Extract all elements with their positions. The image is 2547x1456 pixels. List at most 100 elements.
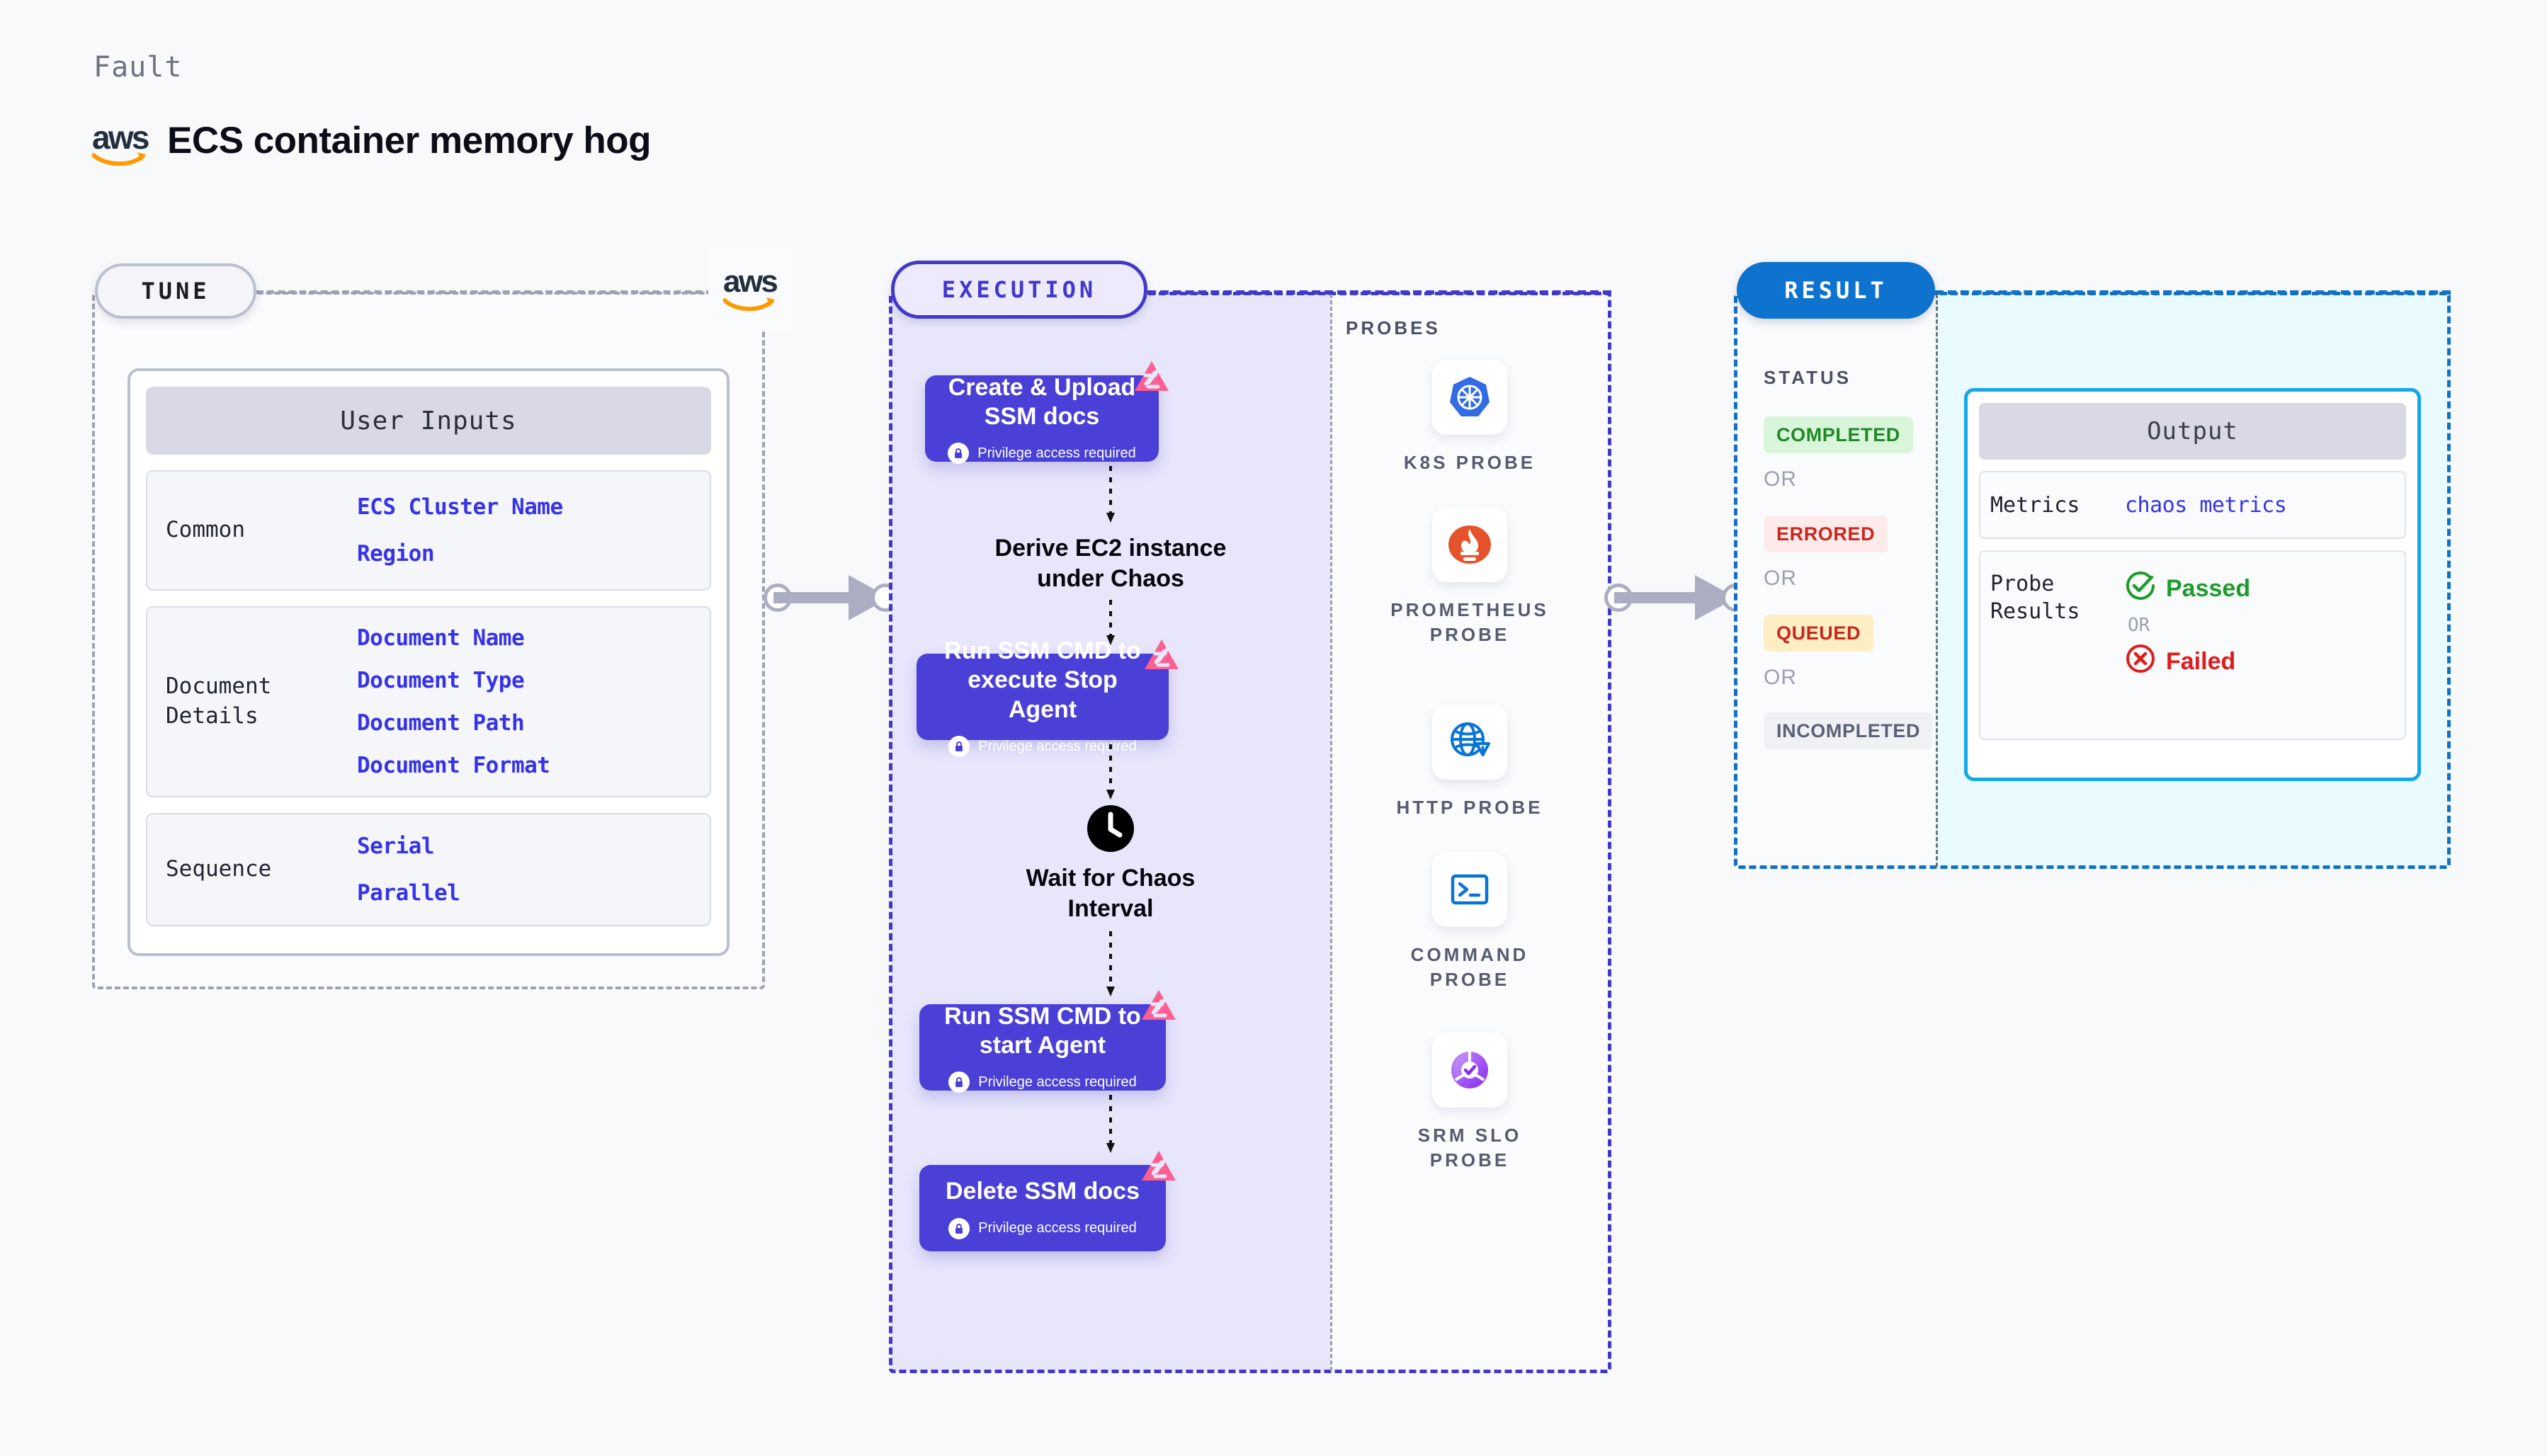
tune-pill-header[interactable]: TUNE	[95, 263, 256, 319]
probe-result-or-label: OR	[2128, 615, 2150, 636]
input-value[interactable]: ECS Cluster Name	[357, 494, 563, 520]
probe-k8s[interactable]: K8S PROBE	[1378, 360, 1562, 475]
input-group-document-details: Document Details Document Name Document …	[146, 606, 711, 797]
tune-leader-line	[256, 290, 724, 294]
user-inputs-card: User Inputs Common ECS Cluster Name Regi…	[127, 368, 730, 956]
execution-leader-line	[1147, 290, 1611, 295]
status-badge-incompleted: INCOMPLETED	[1764, 712, 1934, 749]
input-value[interactable]: Document Format	[357, 753, 550, 778]
output-row-probe-results: Probe Results Passed OR	[1979, 550, 2406, 740]
probe-http[interactable]: HTTP PROBE	[1378, 705, 1562, 820]
kubernetes-icon	[1432, 360, 1507, 435]
probe-label: K8S PROBE	[1403, 452, 1536, 473]
flow-node-run-ssm-start-agent[interactable]: Run SSM CMD to start Agent Privilege acc…	[919, 990, 1176, 1093]
privilege-note: Privilege access required	[948, 1071, 1137, 1093]
flow-connector	[1106, 744, 1116, 806]
srm-slo-icon	[1432, 1033, 1507, 1108]
lock-icon	[948, 1071, 970, 1093]
lock-icon	[948, 1217, 970, 1239]
metrics-label: Metrics	[1990, 492, 2080, 518]
lock-icon	[948, 443, 970, 465]
output-header: Output	[1979, 403, 2406, 460]
flow-connector	[1106, 466, 1116, 529]
terminal-icon	[1432, 852, 1507, 927]
flow-node-title: Delete SSM docs	[946, 1178, 1140, 1205]
aws-logo-icon: aws	[708, 248, 792, 331]
output-card: Output Metrics chaos metrics Probe Resul…	[1964, 388, 2421, 781]
flow-step-derive-ec2: Derive EC2 instance under Chaos	[994, 535, 1227, 592]
flow-node-create-upload-ssm-docs[interactable]: Create & Upload SSM docs Privilege acces…	[925, 361, 1169, 465]
page-title-row: aws ECS container memory hog	[92, 119, 652, 166]
result-status-background	[1736, 294, 1936, 867]
privilege-note: Privilege access required	[948, 736, 1137, 758]
status-badge-queued: QUEUED	[1764, 615, 1874, 652]
input-value[interactable]: Parallel	[357, 880, 460, 906]
chaos-badge-icon	[1133, 360, 1170, 397]
fault-kicker: Fault	[93, 51, 183, 84]
privilege-label: Privilege access required	[978, 738, 1137, 754]
flow-connector	[1106, 1095, 1116, 1159]
connector-shaft	[773, 592, 857, 603]
flow-node-title: Create & Upload SSM docs	[948, 373, 1136, 430]
input-group-label: Sequence	[166, 856, 272, 882]
chaos-badge-icon	[1143, 638, 1180, 675]
flow-node-delete-ssm-docs[interactable]: Delete SSM docs Privilege access require…	[919, 1151, 1176, 1251]
wait-icon-wrap	[891, 804, 1330, 857]
probe-result-passed: Passed	[2125, 570, 2250, 608]
execution-pill-header[interactable]: EXECUTION	[891, 261, 1147, 319]
flow-node-title: Run SSM CMD to start Agent	[944, 1002, 1141, 1059]
connector-shaft	[1614, 592, 1703, 603]
probes-title: PROBES	[1346, 317, 1441, 339]
status-badge-completed: COMPLETED	[1764, 416, 1913, 453]
probe-prometheus[interactable]: PROMETHEUS PROBE	[1378, 507, 1562, 647]
status-or-label: OR	[1764, 467, 1797, 491]
clock-icon	[1086, 804, 1135, 857]
probe-results-label: Probe Results	[1990, 571, 2080, 624]
user-inputs-header: User Inputs	[146, 387, 711, 455]
execution-flow: Create & Upload SSM docs Privilege acces…	[891, 294, 1330, 1371]
probe-command[interactable]: COMMAND PROBE	[1378, 852, 1562, 992]
flow-connector	[1106, 931, 1116, 1003]
connector-execution-to-result	[1604, 575, 1750, 620]
output-row-metrics: Metrics chaos metrics	[1979, 471, 2406, 539]
aws-logo-icon: aws	[92, 121, 149, 166]
lock-icon	[948, 736, 970, 758]
flow-node-run-ssm-stop-agent[interactable]: Run SSM CMD to execute Stop Agent Privil…	[917, 637, 1179, 758]
status-or-label: OR	[1764, 666, 1797, 689]
input-group-label: Common	[166, 517, 245, 543]
input-value[interactable]: Region	[357, 541, 434, 567]
input-value[interactable]: Document Path	[357, 710, 525, 736]
probes-background	[1330, 294, 1609, 1371]
result-leader-line	[1935, 290, 2451, 295]
check-circle-icon	[2125, 570, 2156, 608]
probe-label: COMMAND PROBE	[1410, 944, 1529, 991]
http-globe-icon	[1432, 705, 1507, 780]
metrics-value[interactable]: chaos metrics	[2125, 492, 2287, 518]
input-group-sequence: Sequence Serial Parallel	[146, 813, 711, 926]
probe-label: PROMETHEUS PROBE	[1390, 599, 1549, 646]
probes-divider	[1330, 294, 1332, 1371]
probe-result-failed: Failed	[2125, 643, 2250, 681]
probe-srm-slo[interactable]: SRM SLO PROBE	[1378, 1033, 1562, 1173]
input-value[interactable]: Document Name	[357, 625, 525, 651]
failed-label: Failed	[2166, 648, 2236, 675]
connector-tune-to-execution	[764, 575, 900, 620]
probe-label: SRM SLO PROBE	[1417, 1125, 1522, 1171]
input-value[interactable]: Serial	[357, 834, 434, 859]
probe-label: HTTP PROBE	[1396, 797, 1543, 818]
prometheus-icon	[1432, 507, 1507, 582]
input-value[interactable]: Document Type	[357, 668, 525, 693]
passed-label: Passed	[2166, 575, 2251, 602]
input-group-common: Common ECS Cluster Name Region	[146, 470, 711, 591]
result-pill-header[interactable]: RESULT	[1737, 262, 1935, 319]
status-badge-errored: ERRORED	[1764, 516, 1888, 552]
input-group-label: Document Details	[166, 673, 272, 729]
privilege-label: Privilege access required	[978, 1074, 1137, 1090]
x-circle-icon	[2125, 643, 2156, 681]
privilege-note: Privilege access required	[948, 443, 1136, 465]
privilege-note: Privilege access required	[948, 1217, 1137, 1239]
page-title: ECS container memory hog	[167, 120, 652, 161]
chaos-badge-icon	[1140, 989, 1177, 1025]
status-title: STATUS	[1764, 367, 1852, 388]
chaos-badge-icon	[1140, 1149, 1177, 1186]
